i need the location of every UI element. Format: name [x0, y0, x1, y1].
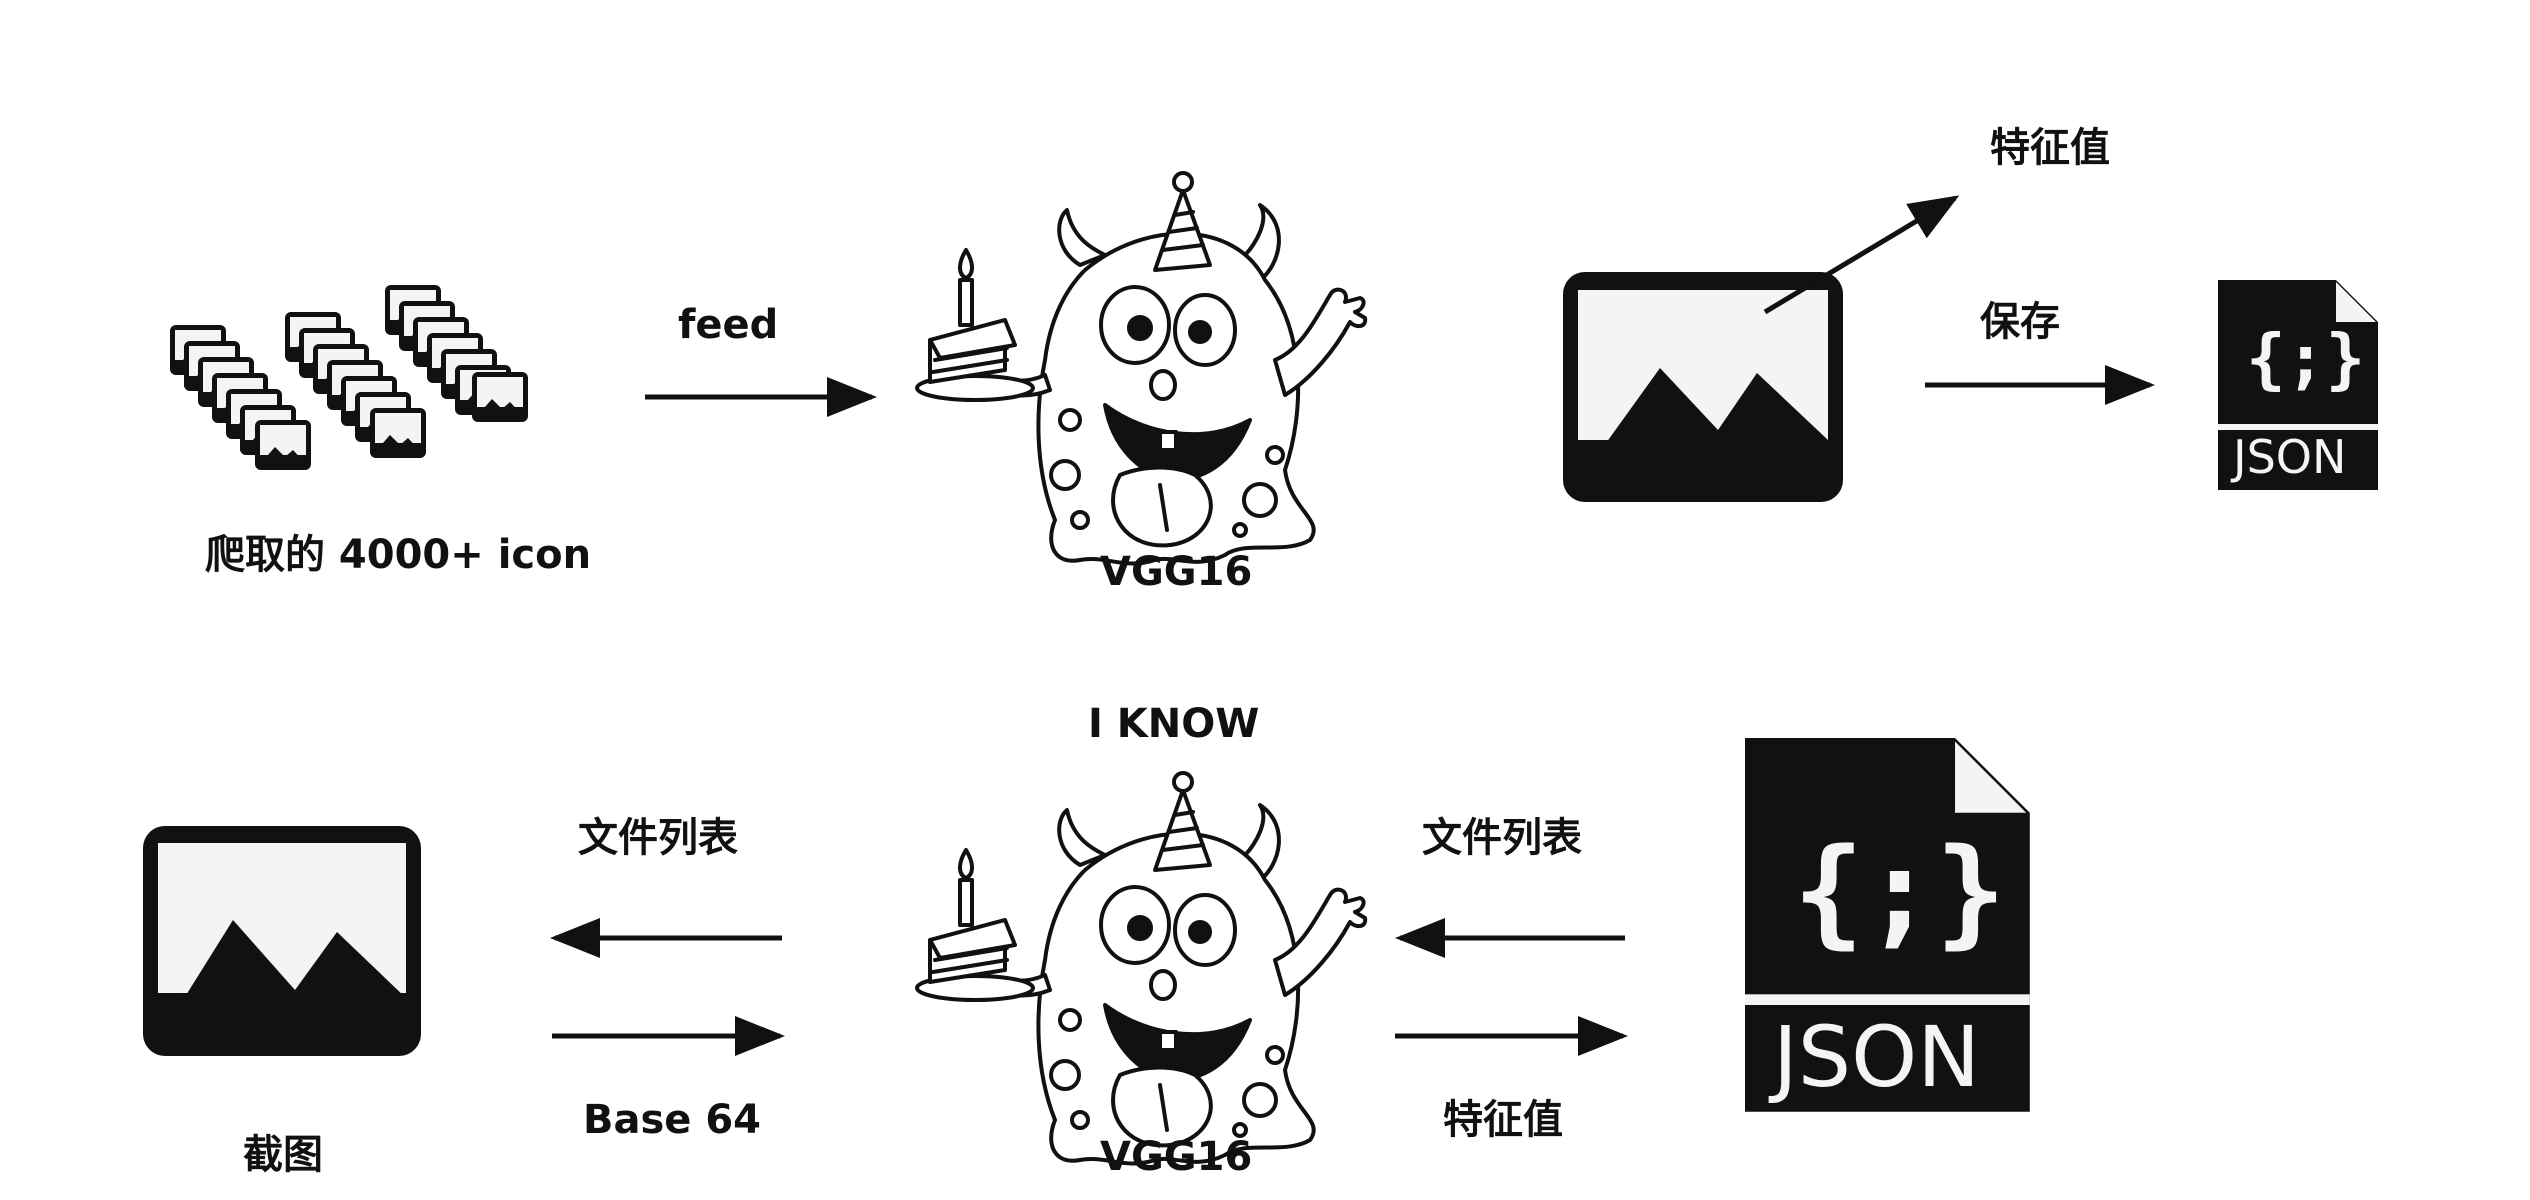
file-list-label: 文件列表 [578, 815, 738, 861]
file-list-label: 文件列表 [1422, 815, 1582, 861]
feature-arrow [1763, 195, 1960, 315]
feed-label: feed [678, 302, 779, 348]
image-icon [472, 372, 528, 422]
feature-label: 特征值 [1990, 125, 2110, 171]
icons-caption: 爬取的 4000+ icon [205, 532, 592, 578]
json-text: JSON [2233, 430, 2347, 484]
json-braces-text: {;} [2246, 320, 2366, 397]
model-label: VGG16 [1100, 549, 1253, 595]
screenshot-image-icon [143, 826, 421, 1056]
base64-label: Base 64 [583, 1097, 762, 1143]
json-text: JSON [1773, 1008, 1981, 1106]
i-know-label: I KNOW [1088, 701, 1260, 747]
vgg16-monster-icon [915, 771, 1368, 1166]
json-braces-text: {;} [1793, 822, 2007, 960]
crawled-icons-stack [170, 285, 528, 470]
feature-label: 特征值 [1443, 1097, 1563, 1143]
save-label: 保存 [1980, 299, 2060, 345]
screenshot-label: 截图 [243, 1132, 323, 1178]
image-icon [255, 420, 311, 470]
model-label: VGG16 [1100, 1134, 1253, 1180]
image-icon [370, 408, 426, 458]
image-icon-large [1563, 272, 1843, 502]
vgg16-monster-icon [915, 171, 1368, 566]
